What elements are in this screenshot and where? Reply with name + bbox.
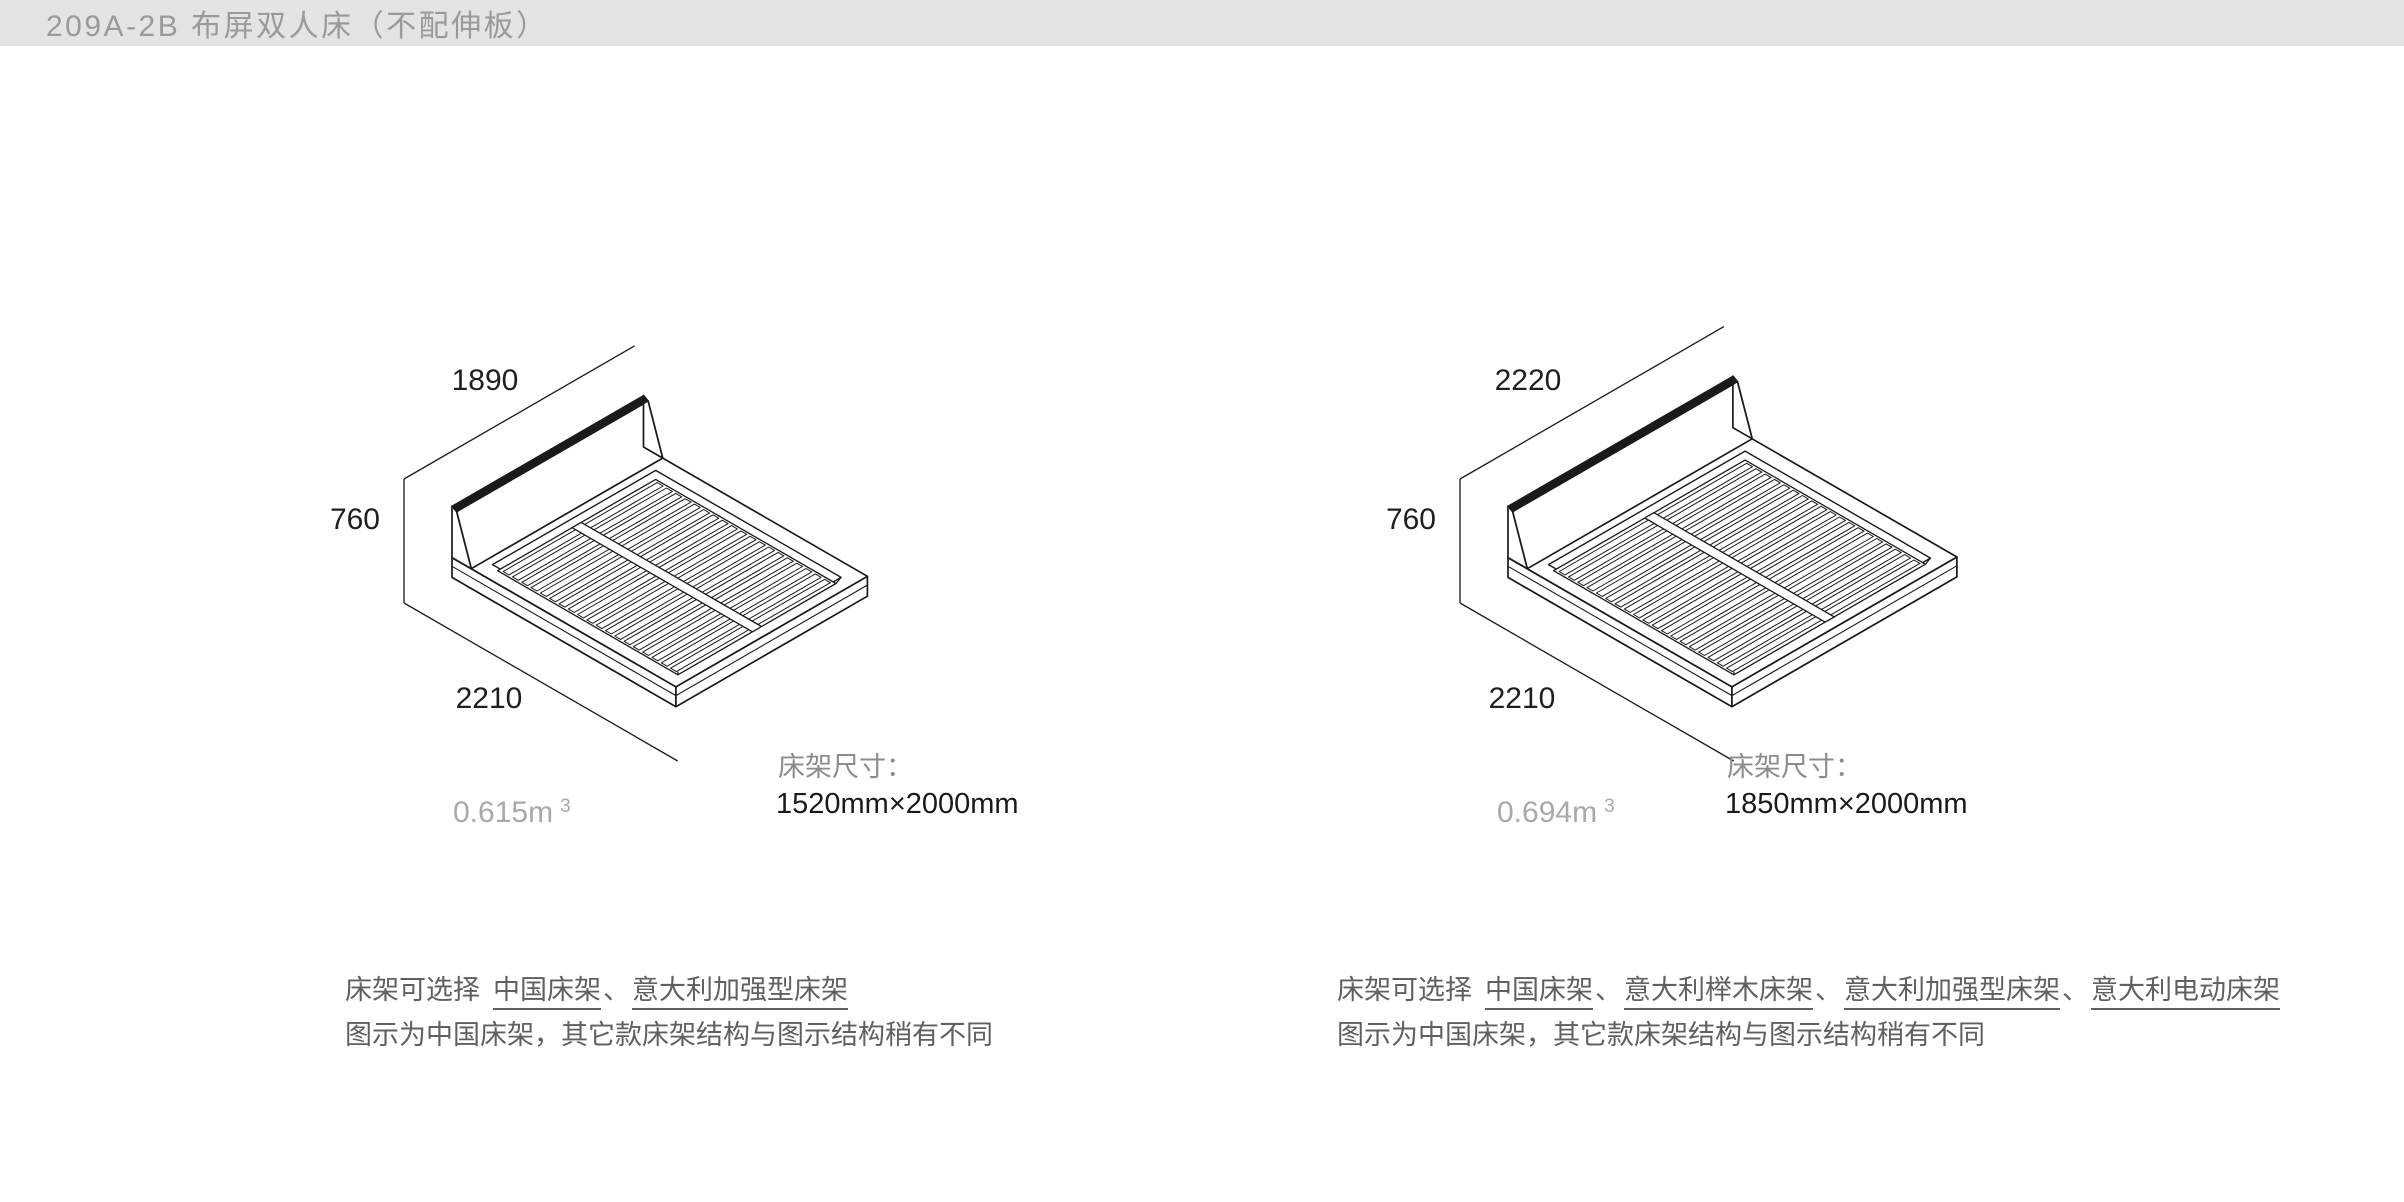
header-bar: 209A-2B 布屏双人床（不配伸板） — [0, 0, 2404, 46]
volume-superscript: 3 — [1604, 796, 1615, 817]
bed-frame-option: 中国床架 — [1485, 975, 1593, 1010]
dimension-width-right: 2220 — [1494, 364, 1562, 397]
note-line: 图示为中国床架，其它款床架结构与图示结构稍有不同 — [1337, 1020, 1985, 1050]
dimension-height-left: 760 — [329, 503, 380, 536]
note-line: 图示为中国床架，其它款床架结构与图示结构稍有不同 — [345, 1020, 993, 1050]
frame-size-value-left: 1520mm×2000mm — [776, 788, 1019, 820]
volume-label-right: 0.694m 3 — [1497, 791, 1615, 829]
bed-frame-options-right: 床架可选择中国床架、意大利榉木床架、意大利加强型床架、意大利电动床架 图示为中国… — [1337, 968, 2280, 1058]
volume-superscript: 3 — [560, 796, 571, 817]
bed-frame-options-left: 床架可选择中国床架、意大利加强型床架 图示为中国床架，其它款床架结构与图示结构稍… — [345, 968, 993, 1058]
bed-frame-option: 中国床架 — [493, 975, 601, 1010]
volume-label-left: 0.615m 3 — [453, 791, 571, 829]
dimension-height-right: 760 — [1385, 503, 1436, 536]
volume-value: 0.615m — [453, 796, 554, 829]
options-separator: 、 — [2062, 975, 2089, 1005]
bed-frame-option: 意大利榉木床架 — [1624, 975, 1813, 1010]
options-list: 中国床架、意大利加强型床架 — [493, 975, 848, 1010]
bed-frame-option: 意大利加强型床架 — [632, 975, 848, 1010]
dimension-width-left: 1890 — [451, 364, 519, 397]
dimension-depth-right: 2210 — [1488, 682, 1556, 715]
options-separator: 、 — [1815, 975, 1842, 1005]
bed-drawing-right — [1459, 326, 1958, 762]
page-title: 209A-2B 布屏双人床（不配伸板） — [46, 10, 549, 43]
options-line: 床架可选择中国床架、意大利榉木床架、意大利加强型床架、意大利电动床架 — [1337, 968, 2280, 1013]
frame-size-value-right: 1850mm×2000mm — [1725, 788, 1968, 820]
options-prefix: 床架可选择 — [345, 975, 480, 1005]
frame-size-caption-left: 床架尺寸： — [778, 752, 913, 782]
volume-value: 0.694m — [1497, 796, 1598, 829]
bed-frame-option: 意大利电动床架 — [2091, 975, 2280, 1010]
options-separator: 、 — [603, 975, 630, 1005]
frame-size-caption-right: 床架尺寸： — [1727, 752, 1862, 782]
options-line: 床架可选择中国床架、意大利加强型床架 — [345, 968, 993, 1013]
options-separator: 、 — [1595, 975, 1622, 1005]
options-list: 中国床架、意大利榉木床架、意大利加强型床架、意大利电动床架 — [1485, 975, 2280, 1010]
dimension-depth-left: 2210 — [455, 682, 523, 715]
bed-drawing-left — [403, 345, 869, 762]
bed-frame-option: 意大利加强型床架 — [1844, 975, 2060, 1010]
options-prefix: 床架可选择 — [1337, 975, 1472, 1005]
